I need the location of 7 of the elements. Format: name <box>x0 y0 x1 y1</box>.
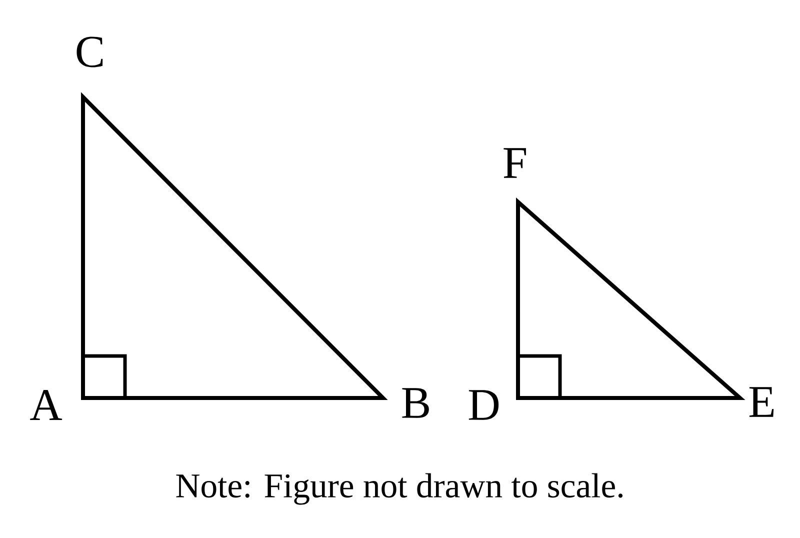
vertex-label: F <box>504 148 526 178</box>
vertex-label: C <box>76 36 103 68</box>
note-text: Note: Figure not drawn to scale. <box>176 473 623 505</box>
vertex-label: A <box>30 390 62 420</box>
vertex-label: E <box>749 387 774 417</box>
vertex-label: D <box>468 390 499 420</box>
vertex-label: B <box>402 388 429 418</box>
